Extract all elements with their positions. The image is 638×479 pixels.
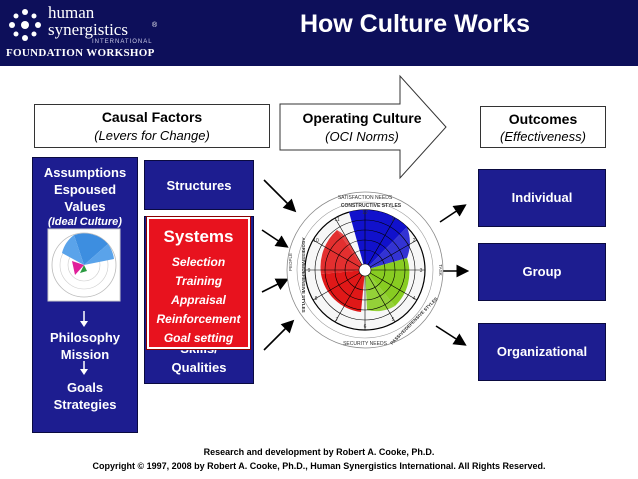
circumplex-number-4: 4 (413, 296, 416, 302)
header-bar: human synergistics ® INTERNATIONAL FOUND… (0, 0, 638, 66)
systems-items: Selection Training Appraisal Reinforceme… (149, 253, 248, 348)
circumplex-number-7: 7 (336, 317, 339, 323)
systems-item-selection: Selection (171, 255, 226, 269)
circumplex-chart: SATISFACTION NEEDS CONSTRUCTIVE STYLES S… (286, 191, 444, 349)
circumplex-constructive: CONSTRUCTIVE STYLES (341, 203, 402, 209)
circumplex-number-9: 9 (308, 268, 311, 274)
arrow-systems (261, 229, 289, 248)
constructive-sector (349, 209, 407, 270)
circumplex-number-2: 2 (413, 238, 416, 244)
ideal-culture-label: (Ideal Culture) (48, 216, 122, 228)
systems-item-reinforcement: Reinforcement (156, 312, 241, 326)
philosophy-label: Philosophy Mission (49, 330, 121, 362)
circumplex-number-11: 11 (334, 217, 339, 223)
aggressive-sector-3 (337, 230, 365, 270)
arrow-to-organizational (435, 325, 467, 346)
causal-factors-subtitle: (Levers for Change) (94, 128, 210, 143)
outcome-individual: Individual (478, 169, 606, 227)
circumplex-outer-bottom: SECURITY NEEDS (343, 341, 387, 347)
logo-name: human synergistics (48, 3, 128, 39)
systems-item-appraisal: Appraisal (171, 293, 226, 307)
outcomes-subtitle: (Effectiveness) (500, 129, 586, 144)
outcome-organizational: Organizational (478, 323, 606, 381)
constructive-sector-2 (365, 227, 410, 270)
output-arrows (435, 204, 470, 346)
circumplex-number-3: 3 (420, 268, 423, 274)
outcomes-header-box: Outcomes (Effectiveness) (480, 106, 606, 148)
circumplex-outer-top: SATISFACTION NEEDS (338, 195, 393, 201)
systems-title: Systems (163, 227, 234, 246)
circumplex-task-label: TASK (438, 264, 443, 275)
circumplex-number-6: 6 (364, 324, 367, 330)
circumplex-number-8: 8 (315, 296, 318, 302)
outcome-group: Group (478, 243, 606, 301)
circumplex-aggressive-label: AGGRESSIVE/DEFENSIVE STYLES (301, 237, 306, 312)
systems-item-goal-setting: Goal setting (163, 331, 234, 345)
aggressive-sector-2 (320, 230, 365, 274)
qualities-label: Qualities (171, 360, 227, 375)
page-title: How Culture Works (299, 10, 531, 38)
passive-sector-2 (365, 270, 395, 312)
logo-icon (9, 9, 41, 41)
systems-box: Systems Selection Training Appraisal Rei… (146, 216, 251, 350)
logo-international: INTERNATIONAL (92, 39, 153, 45)
logo-trademark: ® (152, 22, 158, 29)
outcomes-title: Outcomes (508, 111, 578, 127)
systems-item-training: Training (174, 274, 223, 288)
assumptions-label: Assumptions Espoused Values (43, 165, 127, 214)
operating-culture-title: Operating Culture (302, 110, 422, 126)
circumplex-number-12: 12 (362, 210, 368, 216)
arrow-technology (261, 278, 289, 293)
logo-workshop: FOUNDATION WORKSHOP (6, 47, 155, 59)
circumplex-number-1: 1 (392, 217, 395, 223)
causal-factors-title: Causal Factors (101, 109, 203, 125)
input-arrows (261, 179, 297, 351)
footer-research: Research and development by Robert A. Co… (203, 447, 435, 457)
circumplex-number-5: 5 (392, 317, 395, 323)
goals-label: Goals Strategies (53, 380, 117, 412)
arrow-structures (263, 179, 297, 213)
circumplex-people-label: PEOPLE (288, 253, 293, 271)
causal-factors-box: Causal Factors (Levers for Change) (34, 104, 270, 148)
arrow-skills (263, 319, 295, 351)
operating-culture-subtitle: (OCI Norms) (325, 129, 399, 144)
circumplex-number-10: 10 (313, 238, 319, 244)
structures-box: Structures (144, 160, 254, 210)
arrow-to-individual (439, 204, 467, 223)
footer-copyright: Copyright © 1997, 2008 by Robert A. Cook… (92, 461, 546, 471)
aggressive-sector (321, 270, 365, 312)
